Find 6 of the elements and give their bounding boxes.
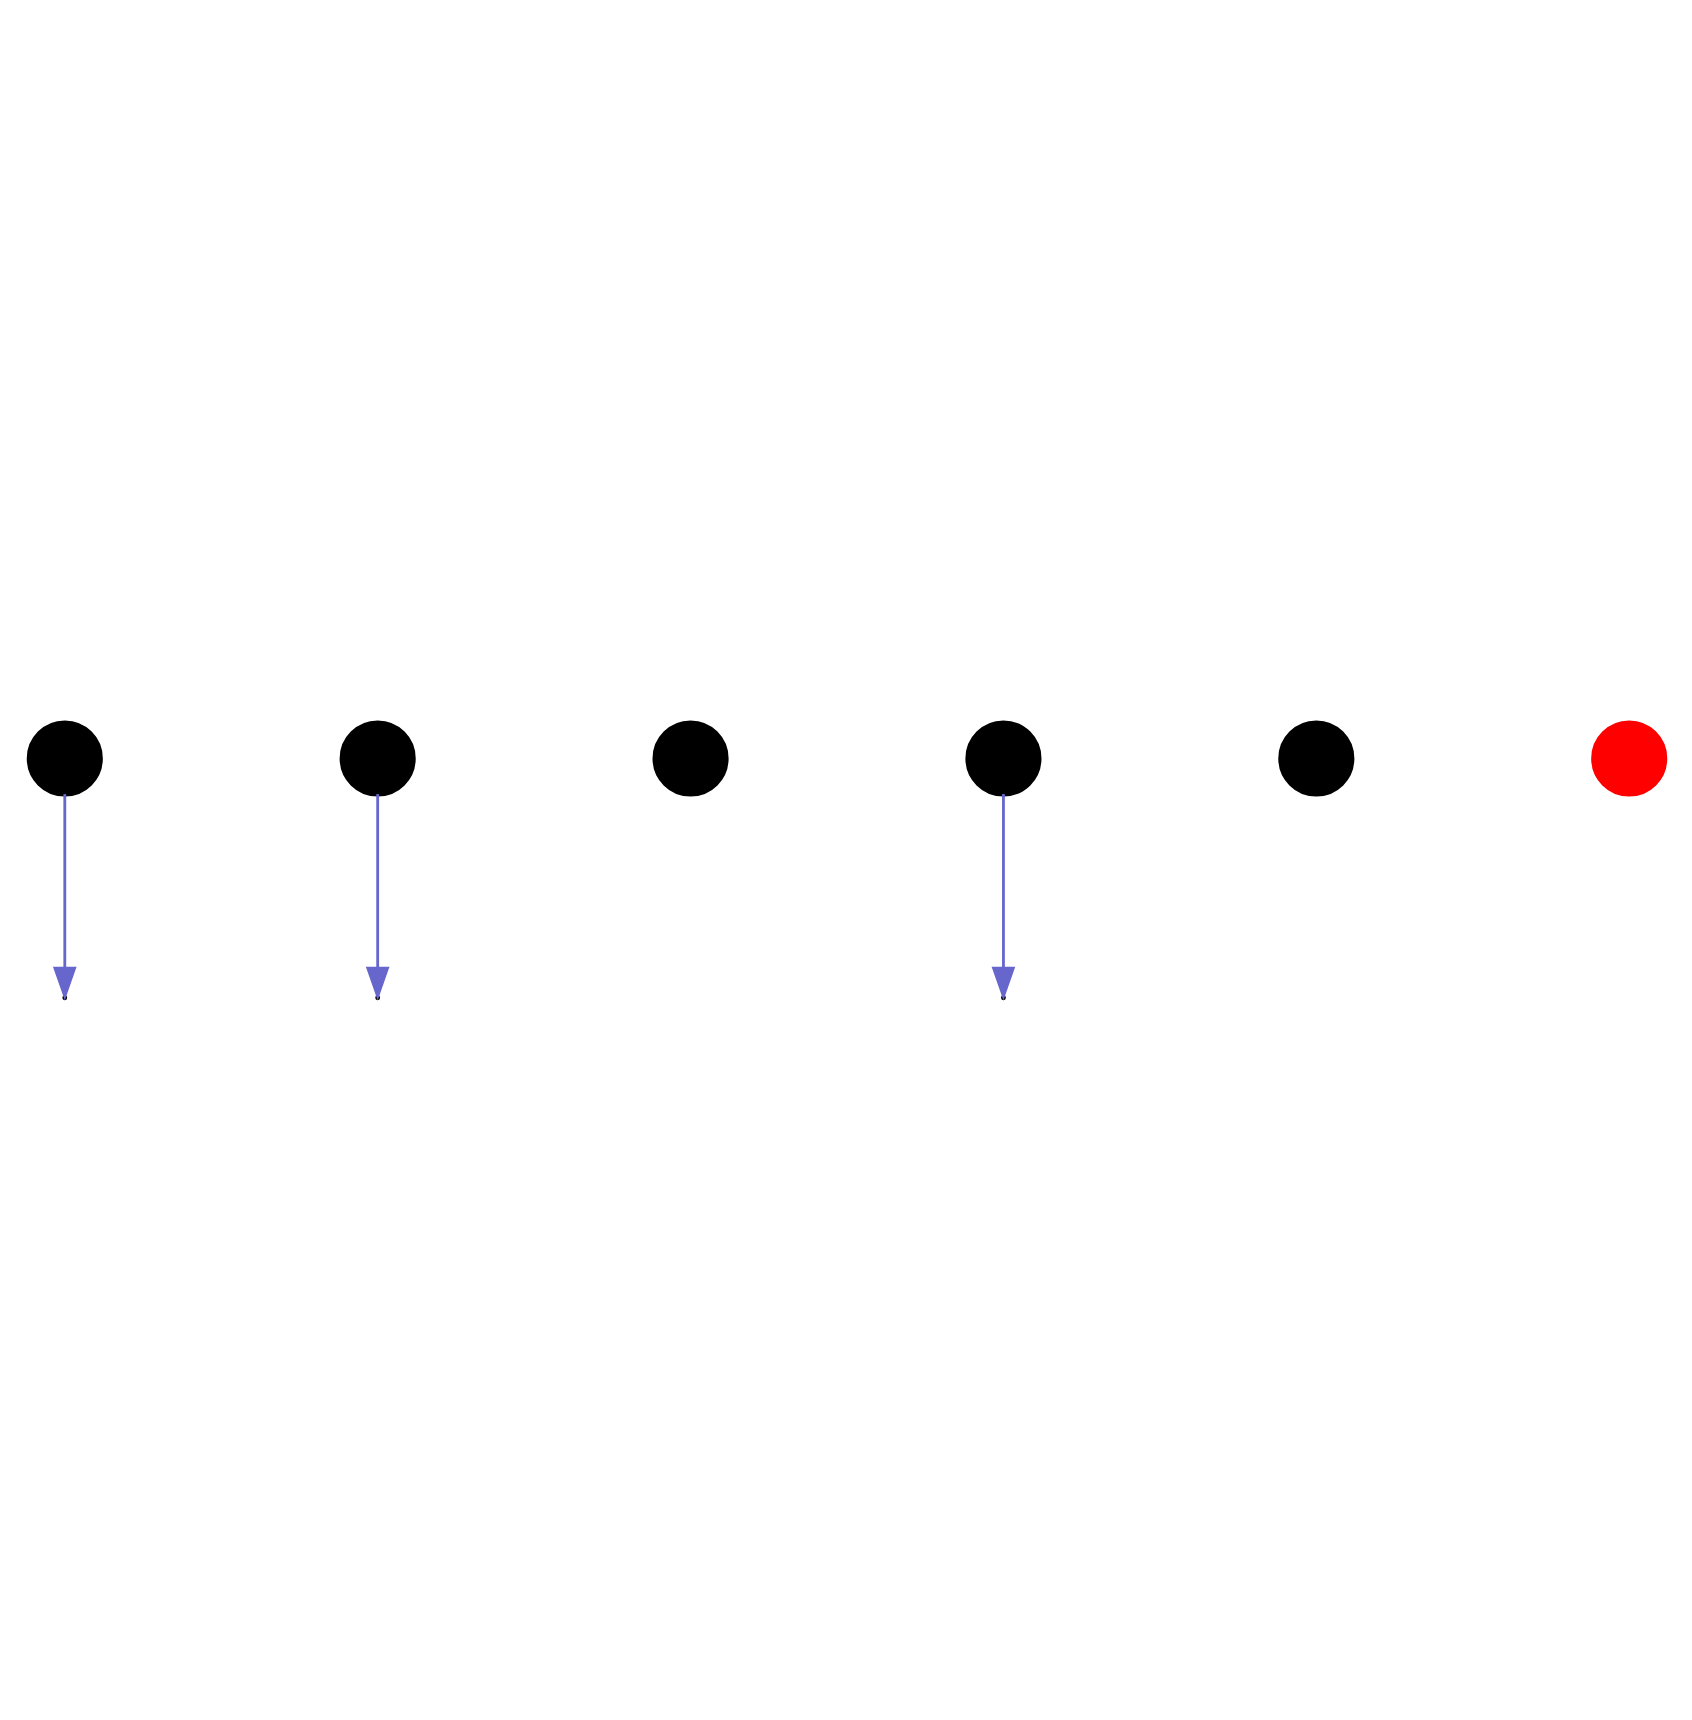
node-circle (651, 719, 728, 796)
node-circle (1590, 719, 1667, 796)
node-circle (338, 719, 415, 796)
node-circle (964, 719, 1041, 796)
node-circle (1277, 719, 1354, 796)
node-circle (25, 719, 102, 796)
